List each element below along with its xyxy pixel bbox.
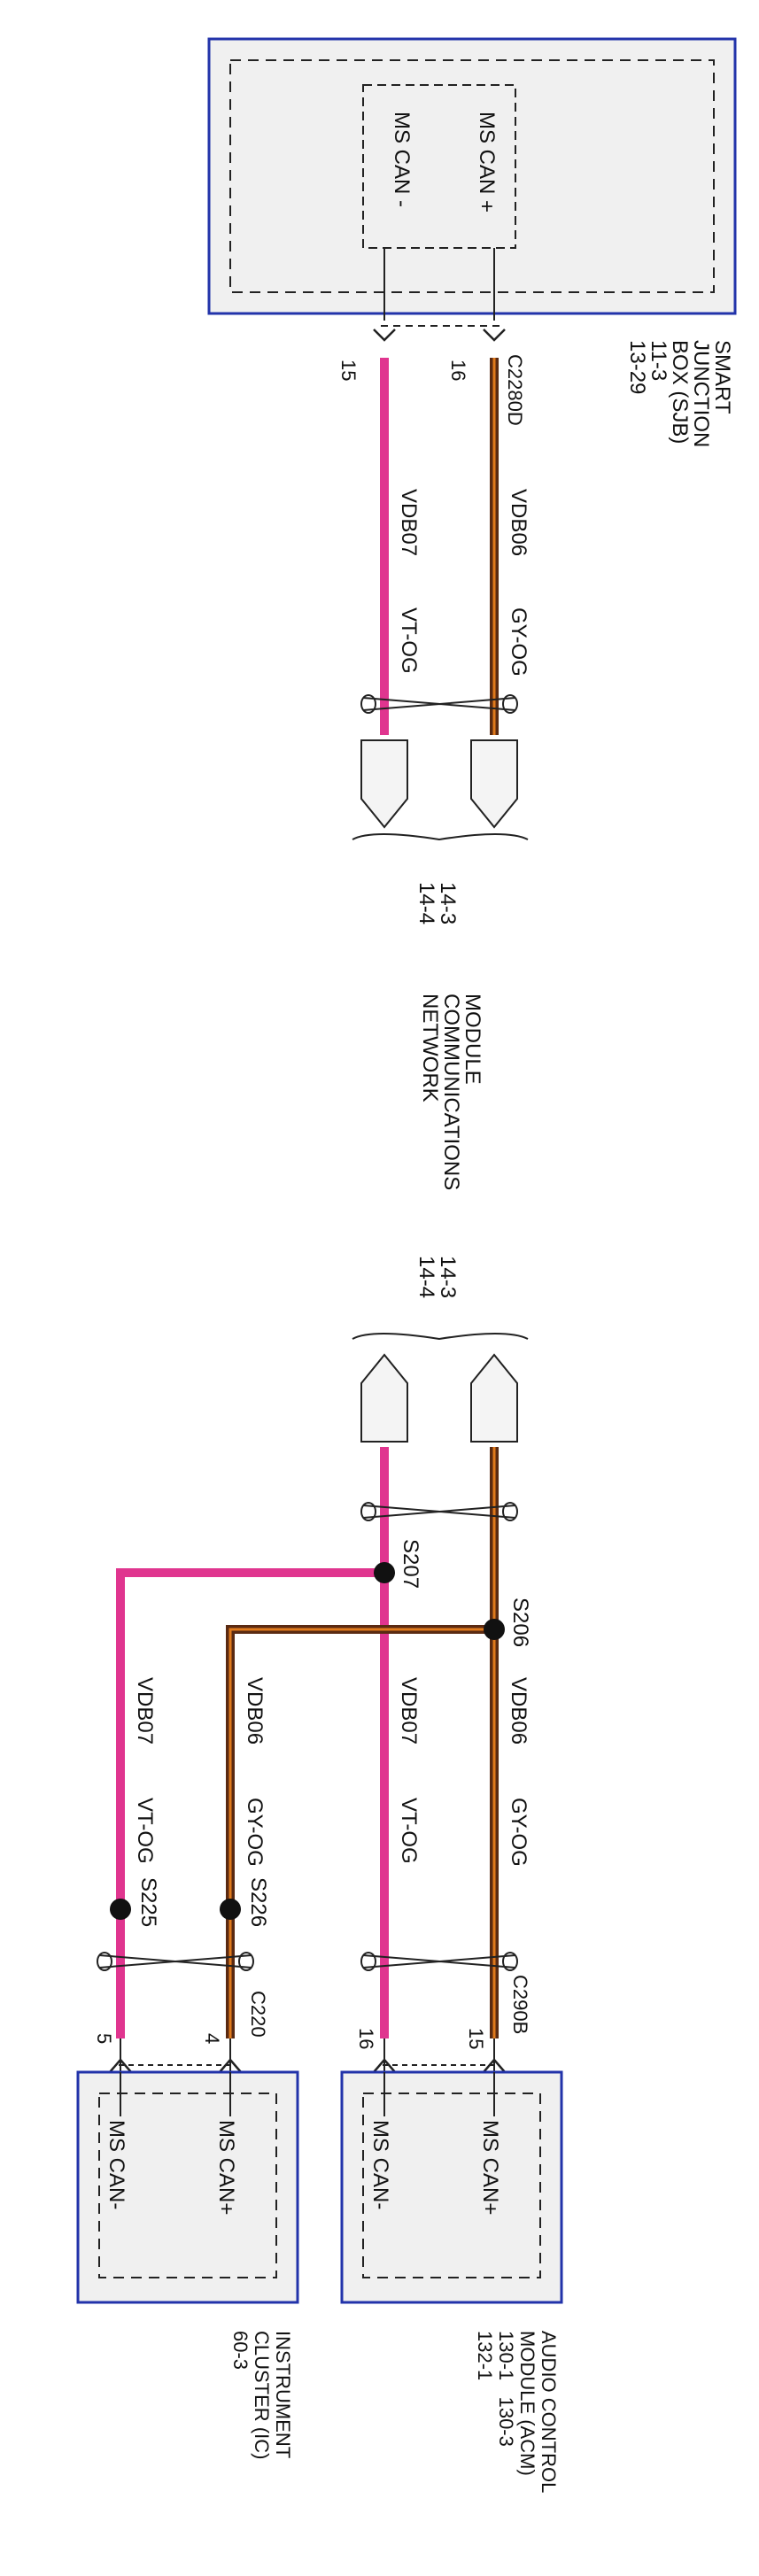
svg-text:14-3 14-4: 14-3 14-4 <box>414 1256 460 1304</box>
acm-minus-color: VT-OG <box>397 1798 421 1864</box>
wire-minus-top <box>373 248 396 735</box>
top-network-brace <box>352 833 529 841</box>
ic-label: INSTRUMENT CLUSTER (IC) 60-3 <box>229 2331 294 2465</box>
splice-s225-label: S225 <box>136 1877 160 1927</box>
ic-ref-1: 60-3 <box>229 2331 252 2370</box>
acm-pin-can-minus: MS CAN- <box>368 2120 392 2209</box>
svg-text:INSTRUMENT CLUSTER (IC): INSTRUMENT CLUSTER (IC) 60-3 <box>229 2331 294 2465</box>
top-network-connector-minus <box>360 739 408 829</box>
network-name-line-3: NETWORK <box>418 994 442 1102</box>
acm-outline <box>340 2070 563 2304</box>
sjb-connector-id: C2280D <box>504 354 526 426</box>
acm-ref-line-1: 130-1 130-3 <box>495 2331 517 2447</box>
ic-pin-can-plus: MS CAN+ <box>214 2120 238 2215</box>
sjb-ref-1: 11-3 <box>647 340 670 381</box>
bottom-twisted-pair-upper <box>360 1502 518 1521</box>
sjb-pin-number-plus: 16 <box>447 360 469 381</box>
acm-name-line-2: MODULE (ACM) <box>516 2331 538 2476</box>
top-network-ref: 14-3 14-4 <box>414 882 460 931</box>
acm-terminals <box>373 2058 506 2073</box>
sjb-module: MS CAN + MS CAN - <box>207 37 737 315</box>
svg-text:14-3 14-4: 14-3 14-4 <box>414 882 460 931</box>
sjb-inner-dashed <box>229 59 715 293</box>
sjb-name-line-3: BOX (SJB) <box>668 340 692 444</box>
network-name-line-1: MODULE <box>461 994 484 1085</box>
splice-s207 <box>374 1562 395 1583</box>
top-twisted-pair <box>360 694 518 714</box>
top-plus-color: GY-OG <box>507 607 531 677</box>
ic-minus-color: VT-OG <box>133 1798 157 1864</box>
sjb-pin-box <box>362 84 516 249</box>
wire-plus-top <box>483 248 506 735</box>
acm-pin-can-plus: MS CAN+ <box>478 2120 502 2215</box>
bottom-network-connector-minus <box>360 1353 408 1443</box>
sjb-name-line-2: JUNCTION <box>689 340 713 447</box>
top-plus-circuit: VDB06 <box>507 489 531 556</box>
ic-module: MS CAN+ MS CAN- <box>76 2070 299 2304</box>
acm-plus-color: GY-OG <box>507 1798 531 1867</box>
ic-name-line-1: INSTRUMENT <box>272 2331 294 2458</box>
acm-minus-circuit: VDB07 <box>397 1677 421 1744</box>
sjb-name-line-1: SMART <box>710 340 734 414</box>
svg-text:AUDIO CONTROL MODULE (AC: AUDIO CONTROL MODULE (ACM) 130-1 130-3 1… <box>474 2331 560 2498</box>
acm-name-line-1: AUDIO CONTROL <box>538 2331 560 2493</box>
acm-ref-line-2: 132-1 <box>474 2331 496 2380</box>
acm-pin-number-plus: 15 <box>465 2028 487 2049</box>
splice-s206 <box>484 1619 505 1640</box>
ic-inner-dashed <box>98 2093 277 2278</box>
svg-text:SMART JUNCTION BOX: SMART JUNCTION BOX (SJB) 11-3 13-29 <box>625 340 734 453</box>
sjb-outline <box>207 37 737 315</box>
top-network-connector-plus <box>470 739 518 829</box>
bottom-network-connector-plus <box>470 1353 518 1443</box>
splice-s226 <box>220 1899 241 1920</box>
sjb-pin-number-minus: 15 <box>337 360 360 381</box>
acm-module: MS CAN+ MS CAN- <box>340 2070 563 2304</box>
bottom-network-ref: 14-3 14-4 <box>414 1256 460 1304</box>
ic-outline <box>76 2070 299 2304</box>
ic-plus-circuit: VDB06 <box>243 1677 267 1744</box>
svg-text:MODULE COMMUNICATIONS: MODULE COMMUNICATIONS NETWORK <box>418 994 484 1196</box>
acm-twisted-pair <box>360 1952 518 1971</box>
ic-pin-can-minus: MS CAN- <box>105 2120 128 2209</box>
ic-name-line-2: CLUSTER (IC) <box>251 2331 273 2459</box>
bottom-network-brace <box>352 1333 529 1341</box>
top-minus-color: VT-OG <box>397 607 421 674</box>
wire-minus-branch-ic <box>116 1568 384 2072</box>
sjb-label: SMART JUNCTION BOX (SJB) 11-3 13-29 <box>625 340 734 453</box>
ic-plus-color: GY-OG <box>243 1798 267 1867</box>
ic-terminals <box>109 2058 242 2073</box>
sjb-pin-can-plus: MS CAN + <box>475 112 499 213</box>
acm-connector-id: C290B <box>509 1975 531 2034</box>
sjb-pin-can-minus: MS CAN - <box>390 112 414 207</box>
top-minus-circuit: VDB07 <box>397 489 421 556</box>
ic-minus-circuit: VDB07 <box>133 1677 157 1744</box>
splice-s226-label: S226 <box>246 1877 270 1927</box>
acm-inner-dashed <box>362 2093 541 2278</box>
ic-pin-number-minus: 5 <box>93 2033 115 2044</box>
acm-plus-circuit: VDB06 <box>507 1677 531 1744</box>
network-label: MODULE COMMUNICATIONS NETWORK <box>418 994 484 1196</box>
sjb-ref-2: 13-29 <box>625 340 649 394</box>
splice-s206-label: S206 <box>508 1597 532 1647</box>
acm-label: AUDIO CONTROL MODULE (ACM) 130-1 130-3 1… <box>474 2331 560 2498</box>
acm-pin-number-minus: 16 <box>355 2028 377 2049</box>
splice-s225 <box>110 1899 131 1920</box>
splice-s207-label: S207 <box>399 1539 422 1589</box>
network-name-line-2: COMMUNICATIONS <box>439 994 463 1190</box>
ic-connector-id: C220 <box>247 1991 269 2038</box>
ic-twisted-pair <box>97 1952 254 1971</box>
ic-pin-number-plus: 4 <box>201 2033 223 2044</box>
